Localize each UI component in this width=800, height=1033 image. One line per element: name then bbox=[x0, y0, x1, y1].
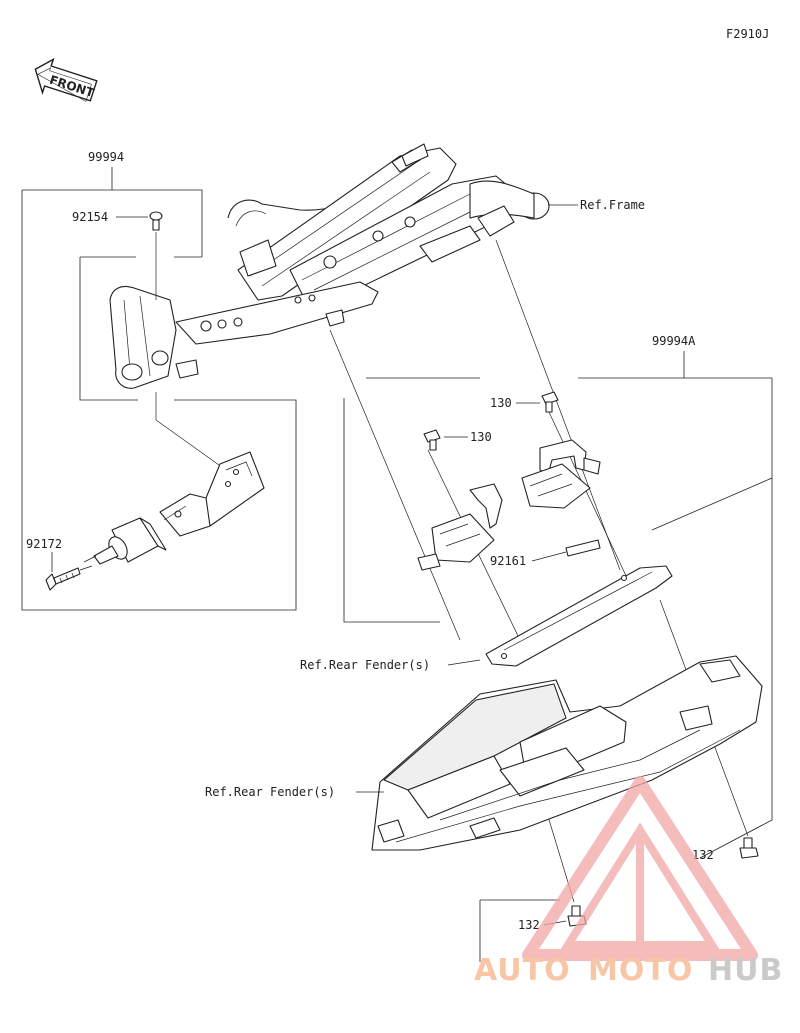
automotohub-watermark: AUTO MOTO HUB bbox=[474, 776, 783, 988]
switch-unit bbox=[83, 517, 167, 565]
bolt-92154 bbox=[149, 211, 163, 231]
kit-99994A-outline bbox=[343, 351, 773, 962]
label-132-right: 132 bbox=[692, 848, 714, 862]
bolt-132-right bbox=[739, 837, 759, 859]
label-ref-frame: Ref.Frame bbox=[580, 198, 645, 212]
watermark-moto: MOTO bbox=[588, 953, 693, 988]
label-92172: 92172 bbox=[26, 537, 62, 551]
label-99994: 99994 bbox=[88, 150, 124, 164]
spacer-92161 bbox=[565, 539, 601, 557]
label-ref-rear-fender-2: Ref.Rear Fender(s) bbox=[205, 785, 335, 799]
fender-plate bbox=[485, 565, 673, 667]
label-ref-rear-fender-1: Ref.Rear Fender(s) bbox=[300, 658, 430, 672]
label-130-b: 130 bbox=[470, 430, 492, 444]
watermark-auto: AUTO bbox=[474, 953, 571, 988]
label-99994A: 99994A bbox=[652, 334, 696, 348]
bolt-92172 bbox=[45, 567, 81, 591]
bolt-130-b bbox=[423, 429, 441, 451]
watermark-triangle-icon bbox=[522, 776, 758, 961]
label-92154: 92154 bbox=[72, 210, 108, 224]
label-92161: 92161 bbox=[490, 554, 526, 568]
diagram-code: F2910J bbox=[726, 27, 769, 41]
fender-bracket-left bbox=[417, 483, 503, 571]
bolt-130-a bbox=[541, 391, 559, 413]
watermark-hub: HUB bbox=[708, 953, 783, 988]
fender-bracket-right bbox=[521, 439, 601, 509]
rear-frame bbox=[109, 143, 550, 389]
lamp-bracket bbox=[159, 451, 265, 537]
label-130-a: 130 bbox=[490, 396, 512, 410]
kit-99994-outline bbox=[21, 167, 297, 611]
label-132-left: 132 bbox=[518, 918, 540, 932]
rear-fender bbox=[371, 655, 763, 851]
front-arrow-icon: FRONT bbox=[34, 57, 98, 102]
